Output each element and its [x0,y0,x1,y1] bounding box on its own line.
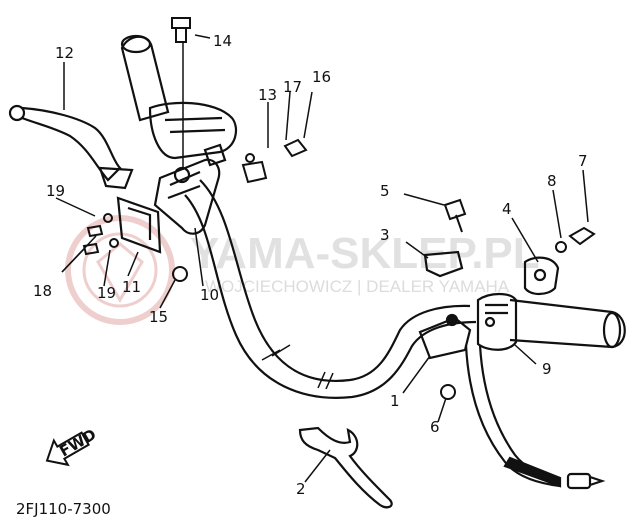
callout-13: 13 [258,86,277,104]
callout-9: 9 [542,360,552,378]
forward-arrow-badge: FWD [45,425,99,467]
fwd-label: FWD [56,425,99,460]
watermark-dealer-text: WOJCIECHOWICZ | DEALER YAMAHA [205,277,510,296]
left-grip [120,34,238,160]
watermark-logo-text: YAMA-SKLEP.PL [190,229,540,278]
callout-14: 14 [213,32,232,50]
callout-18: 18 [33,282,52,300]
leader-lines [55,34,589,483]
callout-15: 15 [149,308,168,326]
callout-4: 4 [502,200,512,218]
lever-bracket [153,143,227,235]
callout-5: 5 [380,182,390,200]
callout-7: 7 [578,152,588,170]
callout-19-top: 19 [46,182,65,200]
switch-plate [116,196,162,254]
callout-17: 17 [283,78,302,96]
handlebar [184,179,477,399]
holder-part [423,250,464,278]
clamp-part [523,256,560,296]
callout-3: 3 [380,226,390,244]
clutch-lever [8,104,134,190]
callout-6: 6 [430,418,440,436]
callout-19-bottom: 19 [97,284,116,302]
callout-16: 16 [312,68,331,86]
callout-11: 11 [122,278,141,296]
brake-lever [298,426,393,509]
callout-labels: 14 12 13 17 16 5 4 8 7 3 19 18 19 11 10 … [33,32,588,498]
callout-10: 10 [200,286,219,304]
callout-8: 8 [547,172,557,190]
watermark: YAMA-SKLEP.PL WOJCIECHOWICZ | DEALER YAM… [65,215,540,325]
watermark-logo-mark [65,215,175,325]
callout-12: 12 [55,44,74,62]
small-parts [82,17,596,400]
right-grip-assembly [464,292,626,490]
brake-perch [418,313,472,360]
callout-1: 1 [390,392,400,410]
diagram-part-code: 2FJ110-7300 [16,500,111,518]
callout-2: 2 [296,480,306,498]
